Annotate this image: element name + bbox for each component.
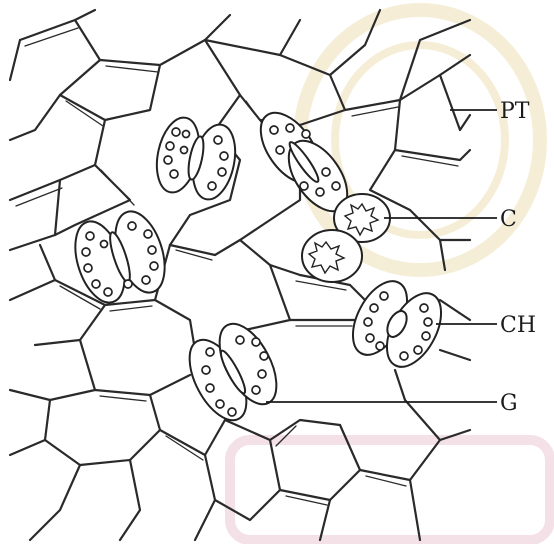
label-ch: CH <box>500 313 536 338</box>
label-pt: PT <box>500 99 530 124</box>
stoma-1 <box>151 114 242 204</box>
label-g: G <box>500 391 518 416</box>
stoma-5 <box>178 315 288 429</box>
label-c: C <box>500 207 517 232</box>
watermark <box>230 10 550 540</box>
stoma-4 <box>342 272 452 375</box>
